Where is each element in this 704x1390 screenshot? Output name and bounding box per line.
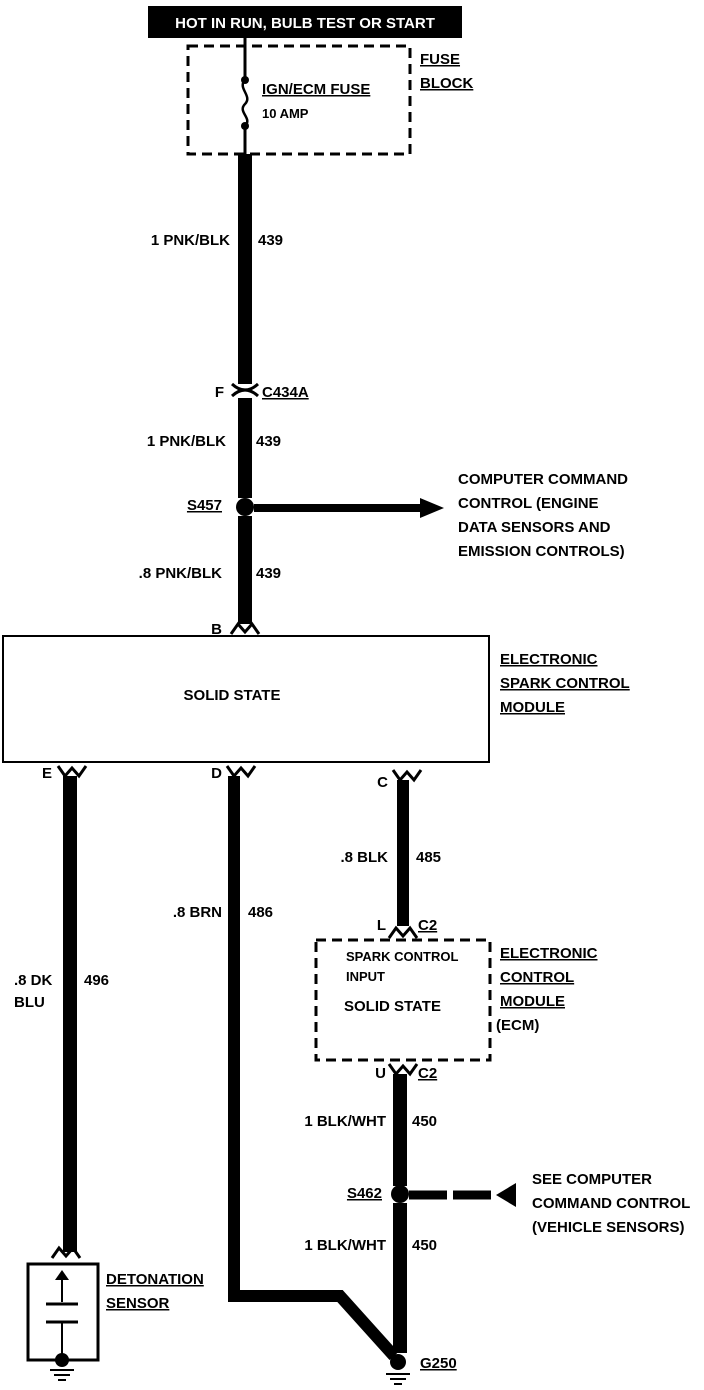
s462-note-3: (VEHICLE SENSORS) — [532, 1219, 685, 1236]
esc-module-box — [2, 635, 490, 763]
wire-496 — [63, 776, 77, 1252]
wire-486-color: .8 BRN — [173, 904, 222, 921]
wire-450-lower-color: 1 BLK/WHT — [304, 1237, 386, 1254]
ecm-input-1: SPARK CONTROL — [346, 949, 458, 964]
esc-body-text: SOLID STATE — [184, 687, 281, 704]
wire-450-lower-circuit: 450 — [412, 1237, 437, 1254]
ecm-conn-bottom: C2 — [418, 1065, 437, 1082]
s457-note-2: CONTROL (ENGINE — [458, 495, 599, 512]
wire-439-lower — [238, 516, 252, 624]
power-banner — [148, 6, 462, 38]
ecm-box — [314, 938, 492, 1062]
detonation-sensor-label-1: DETONATION — [106, 1271, 204, 1288]
s457-note-3: DATA SENSORS AND — [458, 519, 611, 536]
fuse-block-title-1: FUSE — [420, 51, 460, 68]
wire-450-upper — [393, 1074, 407, 1186]
wire-439-upper-circuit: 439 — [258, 232, 283, 249]
wire-496-color-1: .8 DK — [14, 972, 53, 989]
s457-note-1: COMPUTER COMMAND — [458, 471, 628, 488]
fuse-icon — [241, 79, 249, 127]
connector-c434a-name: C434A — [262, 384, 309, 401]
wire-439-lower-circuit: 439 — [256, 565, 281, 582]
wire-439-middle-circuit: 439 — [256, 433, 281, 450]
wire-439-middle — [238, 398, 252, 498]
ecm-title-4: (ECM) — [496, 1017, 539, 1034]
esc-pin-c: C — [377, 774, 388, 791]
ecm-pin-l-icon — [387, 925, 419, 939]
ecm-pin-u: U — [375, 1065, 386, 1082]
wire-450-upper-color: 1 BLK/WHT — [304, 1113, 386, 1130]
splice-s462-name: S462 — [347, 1185, 382, 1202]
esc-pin-c-icon — [391, 769, 423, 783]
esc-pin-d-icon — [225, 765, 257, 779]
sensor-ground-dot — [55, 1353, 69, 1367]
s457-note-4: EMISSION CONTROLS) — [458, 543, 625, 560]
esc-pin-b: B — [211, 621, 222, 638]
ecm-pin-u-icon — [387, 1063, 419, 1077]
splice-s457-name: S457 — [187, 497, 222, 514]
wire-496-color-2: BLU — [14, 994, 45, 1011]
s457-arrow-icon — [420, 498, 444, 518]
fuse-block-title-2: BLOCK — [420, 75, 473, 92]
ecm-conn-top: C2 — [418, 917, 437, 934]
wire-439-upper-color: 1 PNK/BLK — [151, 232, 230, 249]
esc-pin-e-icon — [56, 765, 88, 779]
power-label: HOT IN RUN, BULB TEST OR START — [175, 15, 435, 32]
wire-485-color: .8 BLK — [340, 849, 388, 866]
sensor-arrow-head — [55, 1270, 69, 1280]
esc-pin-e: E — [42, 765, 52, 782]
wire-486-circuit: 486 — [248, 904, 273, 921]
wire-485-circuit: 485 — [416, 849, 441, 866]
s457-branch-wire — [254, 504, 422, 512]
ground-g250-dot — [390, 1354, 406, 1370]
esc-title-1: ELECTRONIC — [500, 651, 598, 668]
wire-486 — [228, 776, 399, 1361]
fuse-name: IGN/ECM FUSE — [262, 81, 370, 98]
wire-439-middle-color: 1 PNK/BLK — [147, 433, 226, 450]
esc-title-3: MODULE — [500, 699, 565, 716]
ecm-title-1: ELECTRONIC — [500, 945, 598, 962]
wire-439-upper — [238, 154, 252, 384]
wire-450-upper-circuit: 450 — [412, 1113, 437, 1130]
fuse-block-box — [186, 44, 412, 156]
ecm-pin-l: L — [377, 917, 386, 934]
wire-439-lower-color: .8 PNK/BLK — [139, 565, 223, 582]
fuse-rating: 10 AMP — [262, 106, 309, 121]
splice-s462-dot — [391, 1185, 409, 1203]
splice-s457-dot — [236, 498, 254, 516]
ecm-body-text: SOLID STATE — [344, 998, 441, 1015]
ecm-title-2: CONTROL — [500, 969, 574, 986]
s462-arrow-icon — [496, 1183, 516, 1207]
wire-450-lower — [393, 1203, 407, 1353]
esc-pin-d: D — [211, 765, 222, 782]
sensor-connector-icon — [50, 1245, 82, 1259]
detonation-sensor-label-2: SENSOR — [106, 1295, 170, 1312]
connector-c434a-icon — [230, 382, 260, 398]
esc-title-2: SPARK CONTROL — [500, 675, 630, 692]
connector-c434a-pin: F — [215, 384, 224, 401]
ground-g250-name: G250 — [420, 1355, 457, 1372]
ecm-input-2: INPUT — [346, 969, 385, 984]
ecm-title-3: MODULE — [500, 993, 565, 1010]
wire-496-circuit: 496 — [84, 972, 109, 989]
esc-pin-b-icon — [229, 621, 261, 635]
s462-note-1: SEE COMPUTER — [532, 1171, 652, 1188]
wire-485 — [397, 780, 409, 926]
s462-note-2: COMMAND CONTROL — [532, 1195, 690, 1212]
